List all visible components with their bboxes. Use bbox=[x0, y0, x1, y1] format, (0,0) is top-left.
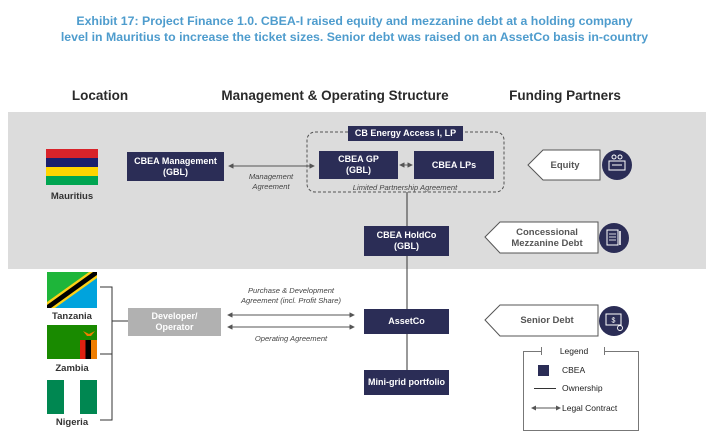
country-label-tanzania: Tanzania bbox=[52, 311, 92, 322]
equity-arrow-shape bbox=[527, 149, 601, 181]
nigeria-flag-icon bbox=[47, 380, 98, 414]
operating-agreement-caption: Operating Agreement bbox=[254, 334, 328, 343]
mini-grid-portfolio-box: Mini-grid portfolio bbox=[364, 370, 449, 395]
document-pen-icon bbox=[599, 223, 629, 253]
cbea-gp-sublabel: (GBL) bbox=[346, 165, 371, 175]
fund-title-label: CB Energy Access I, LP bbox=[354, 128, 457, 138]
operator-label: Operator bbox=[155, 322, 194, 332]
purchase-agreement-caption: Purchase & Development Agreement (incl. … bbox=[240, 286, 342, 305]
legend-contract-label: Legal Contract bbox=[562, 403, 618, 413]
cbea-holdco-label: CBEA HoldCo bbox=[376, 230, 437, 240]
svg-text:$: $ bbox=[612, 318, 616, 325]
legend-ownership-line bbox=[534, 388, 556, 389]
lp-agreement-caption: Limited Partnership Agreement bbox=[352, 183, 458, 192]
cbea-gp-label: CBEA GP bbox=[338, 154, 379, 164]
exhibit-title-line-1: Exhibit 17: Project Finance 1.0. CBEA-I … bbox=[76, 14, 633, 28]
developer-operator-box: Developer/ Operator bbox=[128, 308, 221, 336]
column-header-management: Management & Operating Structure bbox=[221, 88, 449, 103]
exhibit-title-line-2: level in Mauritius to increase the ticke… bbox=[60, 30, 649, 44]
mini-grid-portfolio-label: Mini-grid portfolio bbox=[368, 377, 445, 387]
column-header-funding: Funding Partners bbox=[509, 88, 621, 103]
senior-arrow-shape bbox=[484, 304, 599, 337]
cbea-gp-box: CBEA GP (GBL) bbox=[319, 151, 398, 179]
column-header-location: Location bbox=[71, 88, 129, 103]
senior-debt-label: Senior Debt bbox=[520, 315, 574, 326]
country-label-mauritius: Mauritius bbox=[50, 191, 94, 202]
legend-cbea-label: CBEA bbox=[562, 365, 586, 375]
legend-cbea-swatch bbox=[538, 365, 549, 376]
fund-title-box: CB Energy Access I, LP bbox=[348, 126, 463, 141]
country-label-nigeria: Nigeria bbox=[55, 417, 89, 428]
legend-contract-arrow bbox=[531, 405, 561, 411]
zambia-flag-icon bbox=[47, 325, 97, 359]
mezzanine-arrow-shape bbox=[484, 221, 599, 254]
bill-coins-icon: $ bbox=[599, 306, 629, 336]
assetco-label: AssetCo bbox=[388, 316, 425, 326]
cbea-management-label: CBEA Management bbox=[134, 155, 217, 166]
developer-label: Developer/ bbox=[151, 311, 198, 321]
cbea-holdco-box: CBEA HoldCo (GBL) bbox=[364, 226, 449, 256]
assetco-box: AssetCo bbox=[364, 309, 449, 334]
tanzania-flag-icon bbox=[47, 272, 97, 308]
cbea-management-box: CBEA Management (GBL) bbox=[127, 152, 224, 181]
mauritius-flag-icon bbox=[46, 149, 98, 185]
legend-title: Legend bbox=[559, 346, 589, 356]
cbea-management-sublabel: (GBL) bbox=[163, 166, 188, 177]
country-label-zambia: Zambia bbox=[55, 363, 89, 374]
management-agreement-caption: Management Agreement bbox=[248, 172, 294, 191]
legend-box: Legend CBEA Ownership Legal Contract bbox=[523, 346, 639, 431]
cbea-lps-box: CBEA LPs bbox=[414, 151, 494, 179]
equity-label: Equity bbox=[550, 159, 580, 171]
legend-ownership-label: Ownership bbox=[562, 383, 603, 393]
mezzanine-debt-label: Concessional Mezzanine Debt bbox=[511, 226, 583, 249]
cbea-lps-label: CBEA LPs bbox=[431, 159, 477, 170]
handshake-coins-icon bbox=[602, 150, 632, 180]
cbea-holdco-sublabel: (GBL) bbox=[394, 241, 419, 251]
